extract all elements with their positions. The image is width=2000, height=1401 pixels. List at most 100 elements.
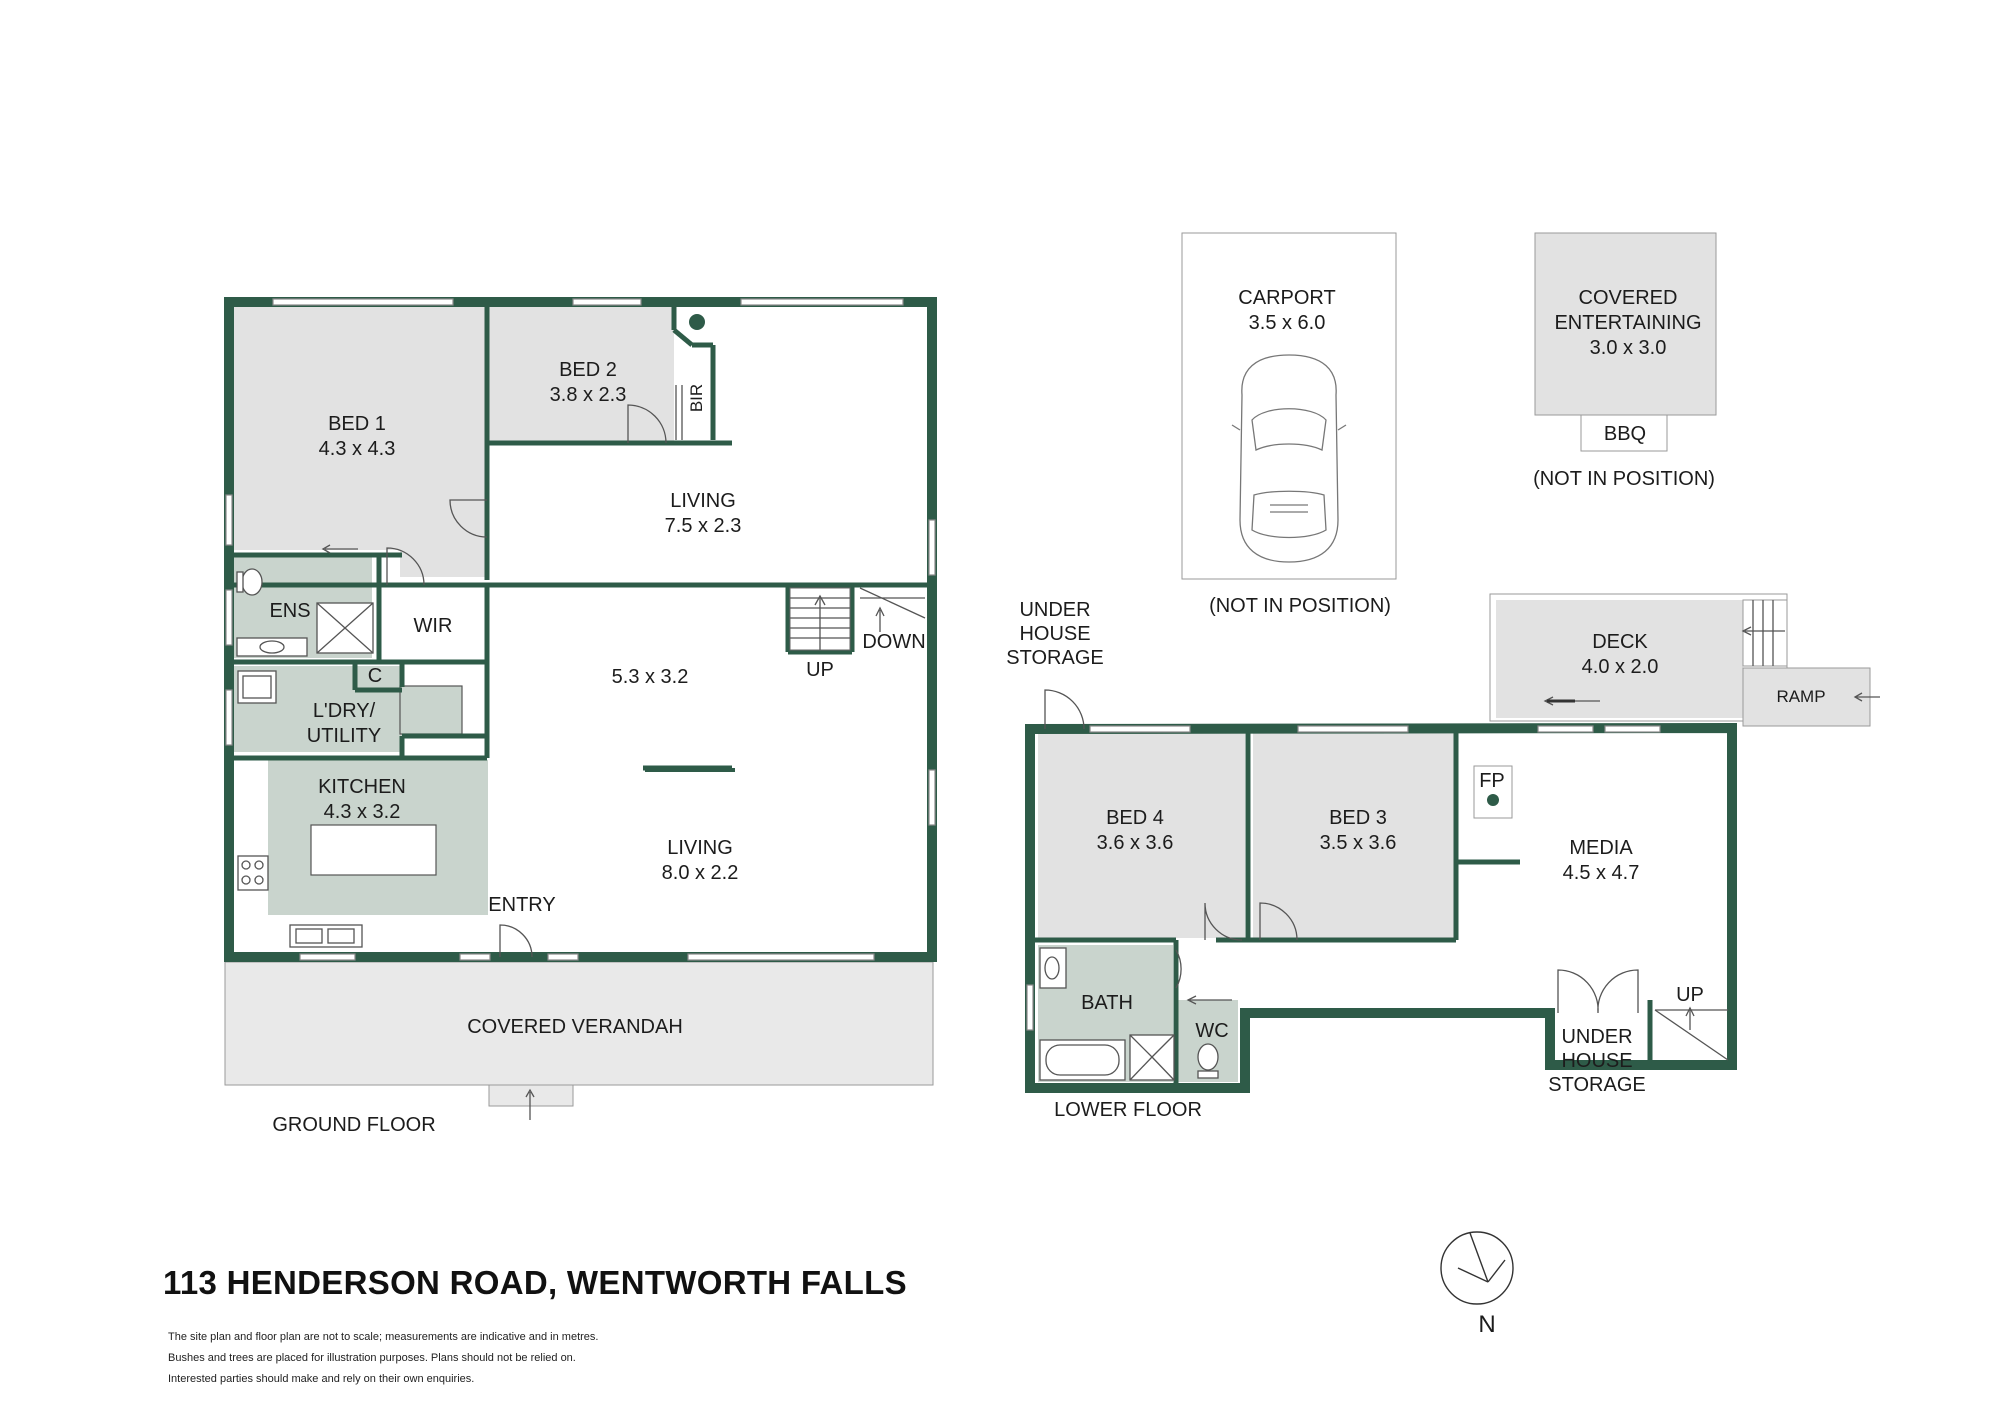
covered-entertaining-note: (NOT IN POSITION) [1533,468,1715,490]
bed1-floor [229,305,485,550]
disclaimer-line: Interested parties should make and rely … [168,1373,475,1385]
deck-name: DECK [1592,631,1648,653]
window [928,519,936,576]
under-storage-left-3: STORAGE [1006,647,1103,669]
bed3-name: BED 3 [1329,807,1387,829]
covered-verandah-area [224,961,934,1086]
laundry-label-1: L'DRY/ [313,700,376,722]
door-under-storage-right [1557,969,1639,1014]
window [1297,725,1409,733]
deck-stairs [1742,599,1788,667]
covered-entertaining-line1: COVERED [1579,287,1678,309]
living-upper-dims: 7.5 x 2.3 [665,515,742,537]
bed2-floor [488,305,674,441]
laundry-bench [399,685,463,735]
carport-note: (NOT IN POSITION) [1209,595,1391,617]
disclaimer-line: The site plan and floor plan are not to … [168,1331,599,1343]
ramp-label: RAMP [1776,687,1825,706]
bed3-floor [1253,733,1457,938]
bir-label: BIR [687,384,706,412]
toilet-cistern-icon [1197,1070,1219,1079]
under-storage-left-2: HOUSE [1019,623,1090,645]
fp-label: FP [1479,770,1505,792]
kitchen-dims: 4.3 x 3.2 [324,801,401,823]
window [928,769,936,826]
bbq-label: BBQ [1604,423,1646,445]
bath-label: BATH [1081,992,1133,1014]
door-bed4 [1204,902,1243,941]
kitchen-name: KITCHEN [318,776,406,798]
verandah-steps [488,1084,574,1107]
window [687,953,875,961]
bed4-name: BED 4 [1106,807,1164,829]
laundry-label-2: UTILITY [307,725,381,747]
under-storage-left-1: UNDER [1019,599,1090,621]
ground-floor-label: GROUND FLOOR [272,1114,435,1136]
stair-up-lower-icon [1654,1006,1729,1061]
window [272,298,454,306]
basin-icon [259,640,285,654]
disclaimer-line: Bushes and trees are placed for illustra… [168,1352,576,1364]
disclaimer: The site plan and floor plan are not to … [168,1327,598,1390]
window [740,298,904,306]
door-bath [1175,949,1182,989]
toilet-icon [1197,1043,1219,1071]
under-storage-right-1: UNDER [1561,1026,1632,1048]
window [299,953,356,961]
living-upper-name: LIVING [670,490,736,512]
door-entry [499,924,533,958]
ground-floor: BED 1 4.3 x 4.3 BED 2 3.8 x 2.3 BIR LIVI… [224,297,937,1136]
window [572,298,642,306]
north-compass-icon: N [1440,1231,1514,1338]
covered-entertaining-line2: ENTERTAINING [1554,312,1701,334]
media-dims: 4.5 x 4.7 [1563,862,1640,884]
kitchen-island [310,824,437,876]
bed4-dims: 3.6 x 3.6 [1097,832,1174,854]
ramp-area [1742,667,1871,727]
under-storage-right-3: STORAGE [1548,1074,1645,1096]
bed1-dims: 4.3 x 4.3 [319,438,396,460]
window [459,953,491,961]
window [1604,725,1661,733]
window [1537,725,1594,733]
bed4-floor [1038,733,1245,938]
window [547,953,579,961]
stair-up-label: UP [806,659,834,681]
lower-floor-label: LOWER FLOOR [1054,1099,1202,1121]
media-name: MEDIA [1569,837,1633,859]
door-bed1-hall [386,547,425,586]
window [225,494,233,546]
downpipe-icon [689,314,705,330]
property-address: 113 HENDERSON ROAD, WENTWORTH FALLS [163,1264,907,1301]
bed1-ext-floor [400,550,485,577]
cooktop-icon [237,855,269,891]
car-icon [1231,354,1347,563]
carport-dims: 3.5 x 6.0 [1249,312,1326,334]
wc-label: WC [1195,1020,1228,1042]
carport-name: CARPORT [1238,287,1335,309]
verandah-label: COVERED VERANDAH [467,1016,683,1038]
fireplace [1473,765,1513,819]
outbuildings: CARPORT 3.5 x 6.0 (NOT IN POSITION) COVE… [1181,232,1717,617]
window [225,689,233,746]
bed1-name: BED 1 [328,413,386,435]
stair-up-lower-label: UP [1676,984,1704,1006]
stair-up-icon [789,587,851,651]
entry-label: ENTRY [488,894,555,916]
wir-label: WIR [414,615,453,637]
compass-north-label: N [1478,1311,1495,1338]
cupboard-label: C [368,665,382,687]
bed2-name: BED 2 [559,359,617,381]
ens-label: ENS [269,600,310,622]
toilet-icon [241,568,263,596]
lower-floor: UNDER HOUSE STORAGE DECK 4.0 x 2.0 RAMP … [1006,593,1880,1121]
deck-dims: 4.0 x 2.0 [1582,656,1659,678]
toilet-cistern-icon [236,571,244,593]
living-lower-name: LIVING [667,837,733,859]
window [1026,984,1034,1031]
window [1089,725,1191,733]
basin-icon [1044,956,1060,980]
fireplace-icon [1487,794,1499,806]
door-under-storage-left [1044,689,1085,730]
